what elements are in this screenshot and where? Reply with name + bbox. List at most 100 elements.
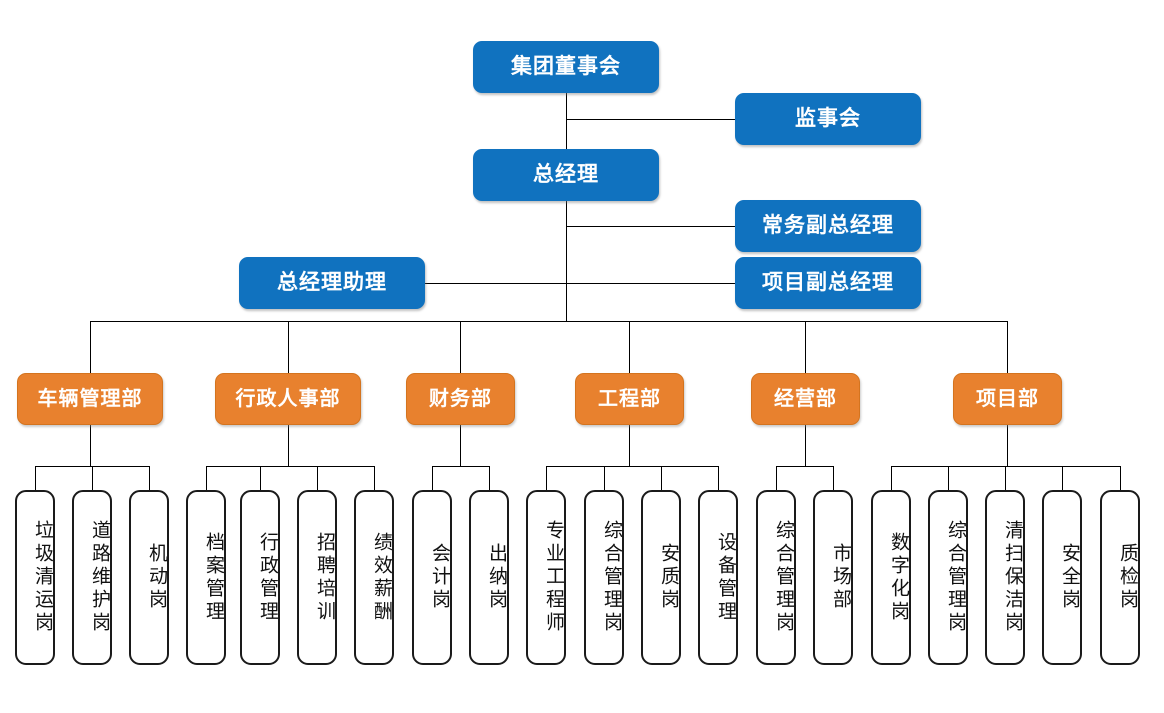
node-position-waste-transport[interactable]: 垃圾清运岗: [15, 490, 55, 665]
connector-leaf-drop-4-3: [661, 466, 662, 490]
connector-bus-to-dept-6: [1007, 321, 1008, 373]
leaf-label: 道路维护岗: [89, 520, 110, 635]
node-label: 总经理助理: [277, 270, 387, 294]
leaf-label: 市场部: [830, 543, 851, 612]
leaf-label: 综合管理岗: [945, 520, 966, 635]
connector-bus-to-dept-3: [460, 321, 461, 373]
node-position-accounting[interactable]: 会计岗: [412, 490, 452, 665]
connector-subbus-4: [546, 466, 718, 467]
node-position-marketing[interactable]: 市场部: [813, 490, 853, 665]
node-label: 总经理: [533, 162, 599, 186]
node-project-deputy-gm[interactable]: 项目副总经理: [735, 257, 921, 309]
connector-leaf-drop-1-2: [92, 466, 93, 490]
connector-leaf-drop-1-1: [35, 466, 36, 490]
node-position-professional-engineer[interactable]: 专业工程师: [526, 490, 566, 665]
connector-dept-2-stem: [288, 425, 289, 467]
connector-gm-to-project-deputy: [566, 283, 735, 284]
leaf-label: 机动岗: [146, 543, 167, 612]
node-position-cleaning-sanitation[interactable]: 清扫保洁岗: [985, 490, 1025, 665]
node-position-performance-compensation[interactable]: 绩效薪酬: [354, 490, 394, 665]
node-gm-assistant[interactable]: 总经理助理: [239, 257, 425, 309]
leaf-label: 会计岗: [429, 543, 450, 612]
connector-dept-1-stem: [90, 425, 91, 467]
node-position-operations-general-management[interactable]: 综合管理岗: [756, 490, 796, 665]
connector-subbus-2: [206, 466, 374, 467]
node-position-digitalization[interactable]: 数字化岗: [871, 490, 911, 665]
connector-leaf-drop-6-1: [891, 466, 892, 490]
connector-bus-to-dept-1: [90, 321, 91, 373]
node-label: 项目副总经理: [762, 270, 894, 294]
node-label: 项目部: [976, 387, 1039, 410]
node-label: 常务副总经理: [762, 213, 894, 237]
node-label: 财务部: [429, 387, 492, 410]
node-department-project[interactable]: 项目部: [953, 373, 1062, 425]
connector-leaf-drop-2-1: [206, 466, 207, 490]
leaf-label: 招聘培训: [314, 531, 335, 624]
node-position-quality-inspection[interactable]: 质检岗: [1100, 490, 1140, 665]
connector-leaf-drop-2-4: [374, 466, 375, 490]
connector-leaf-drop-6-5: [1120, 466, 1121, 490]
node-general-manager[interactable]: 总经理: [473, 149, 659, 201]
leaf-label: 专业工程师: [543, 520, 564, 635]
node-label: 监事会: [795, 106, 861, 130]
connector-leaf-drop-4-4: [718, 466, 719, 490]
leaf-label: 行政管理: [257, 531, 278, 624]
node-position-equipment-management[interactable]: 设备管理: [698, 490, 738, 665]
connector-dept-6-stem: [1007, 425, 1008, 467]
leaf-label: 出纳岗: [486, 543, 507, 612]
connector-board-to-supervisory: [566, 119, 735, 120]
connector-leaf-drop-1-3: [149, 466, 150, 490]
connector-gm-to-bus: [566, 200, 567, 321]
leaf-label: 综合管理岗: [601, 520, 622, 635]
connector-leaf-drop-4-1: [546, 466, 547, 490]
node-department-vehicle-management[interactable]: 车辆管理部: [17, 373, 163, 425]
node-department-operations[interactable]: 经营部: [751, 373, 860, 425]
node-board-of-directors[interactable]: 集团董事会: [473, 41, 659, 93]
node-label: 经营部: [774, 387, 837, 410]
leaf-label: 设备管理: [715, 531, 736, 624]
leaf-label: 垃圾清运岗: [32, 520, 53, 635]
connector-main-bus: [90, 321, 1008, 322]
connector-bus-to-dept-4: [629, 321, 630, 373]
node-position-road-maintenance[interactable]: 道路维护岗: [72, 490, 112, 665]
connector-subbus-3: [432, 466, 489, 467]
node-department-finance[interactable]: 财务部: [406, 373, 515, 425]
leaf-label: 绩效薪酬: [371, 531, 392, 624]
connector-leaf-drop-5-1: [776, 466, 777, 490]
node-position-recruitment-training[interactable]: 招聘培训: [297, 490, 337, 665]
connector-leaf-drop-3-1: [432, 466, 433, 490]
connector-leaf-drop-2-2: [260, 466, 261, 490]
node-executive-deputy-gm[interactable]: 常务副总经理: [735, 200, 921, 252]
leaf-label: 安质岗: [658, 543, 679, 612]
node-position-safety-quality[interactable]: 安质岗: [641, 490, 681, 665]
node-position-admin-management[interactable]: 行政管理: [240, 490, 280, 665]
connector-leaf-drop-3-2: [489, 466, 490, 490]
connector-leaf-drop-2-3: [317, 466, 318, 490]
node-position-project-general-management[interactable]: 综合管理岗: [928, 490, 968, 665]
node-position-records-management[interactable]: 档案管理: [186, 490, 226, 665]
node-supervisory-board[interactable]: 监事会: [735, 93, 921, 145]
node-department-engineering[interactable]: 工程部: [575, 373, 684, 425]
connector-leaf-drop-5-2: [833, 466, 834, 490]
connector-leaf-drop-4-2: [604, 466, 605, 490]
leaf-label: 档案管理: [203, 531, 224, 624]
node-label: 行政人事部: [235, 387, 341, 410]
node-position-engineering-general-management[interactable]: 综合管理岗: [584, 490, 624, 665]
node-label: 车辆管理部: [37, 387, 143, 410]
node-position-cashier[interactable]: 出纳岗: [469, 490, 509, 665]
connector-subbus-5: [776, 466, 833, 467]
leaf-label: 清扫保洁岗: [1002, 520, 1023, 635]
connector-dept-4-stem: [629, 425, 630, 467]
node-department-admin-hr[interactable]: 行政人事部: [215, 373, 361, 425]
leaf-label: 综合管理岗: [773, 520, 794, 635]
connector-leaf-drop-6-4: [1062, 466, 1063, 490]
connector-bus-to-dept-5: [805, 321, 806, 373]
node-label: 工程部: [598, 387, 661, 410]
leaf-label: 安全岗: [1059, 543, 1080, 612]
connector-board-to-gm: [566, 92, 567, 150]
connector-leaf-drop-6-2: [948, 466, 949, 490]
node-position-safety[interactable]: 安全岗: [1042, 490, 1082, 665]
leaf-label: 数字化岗: [888, 531, 909, 624]
node-position-mobile-duty[interactable]: 机动岗: [129, 490, 169, 665]
